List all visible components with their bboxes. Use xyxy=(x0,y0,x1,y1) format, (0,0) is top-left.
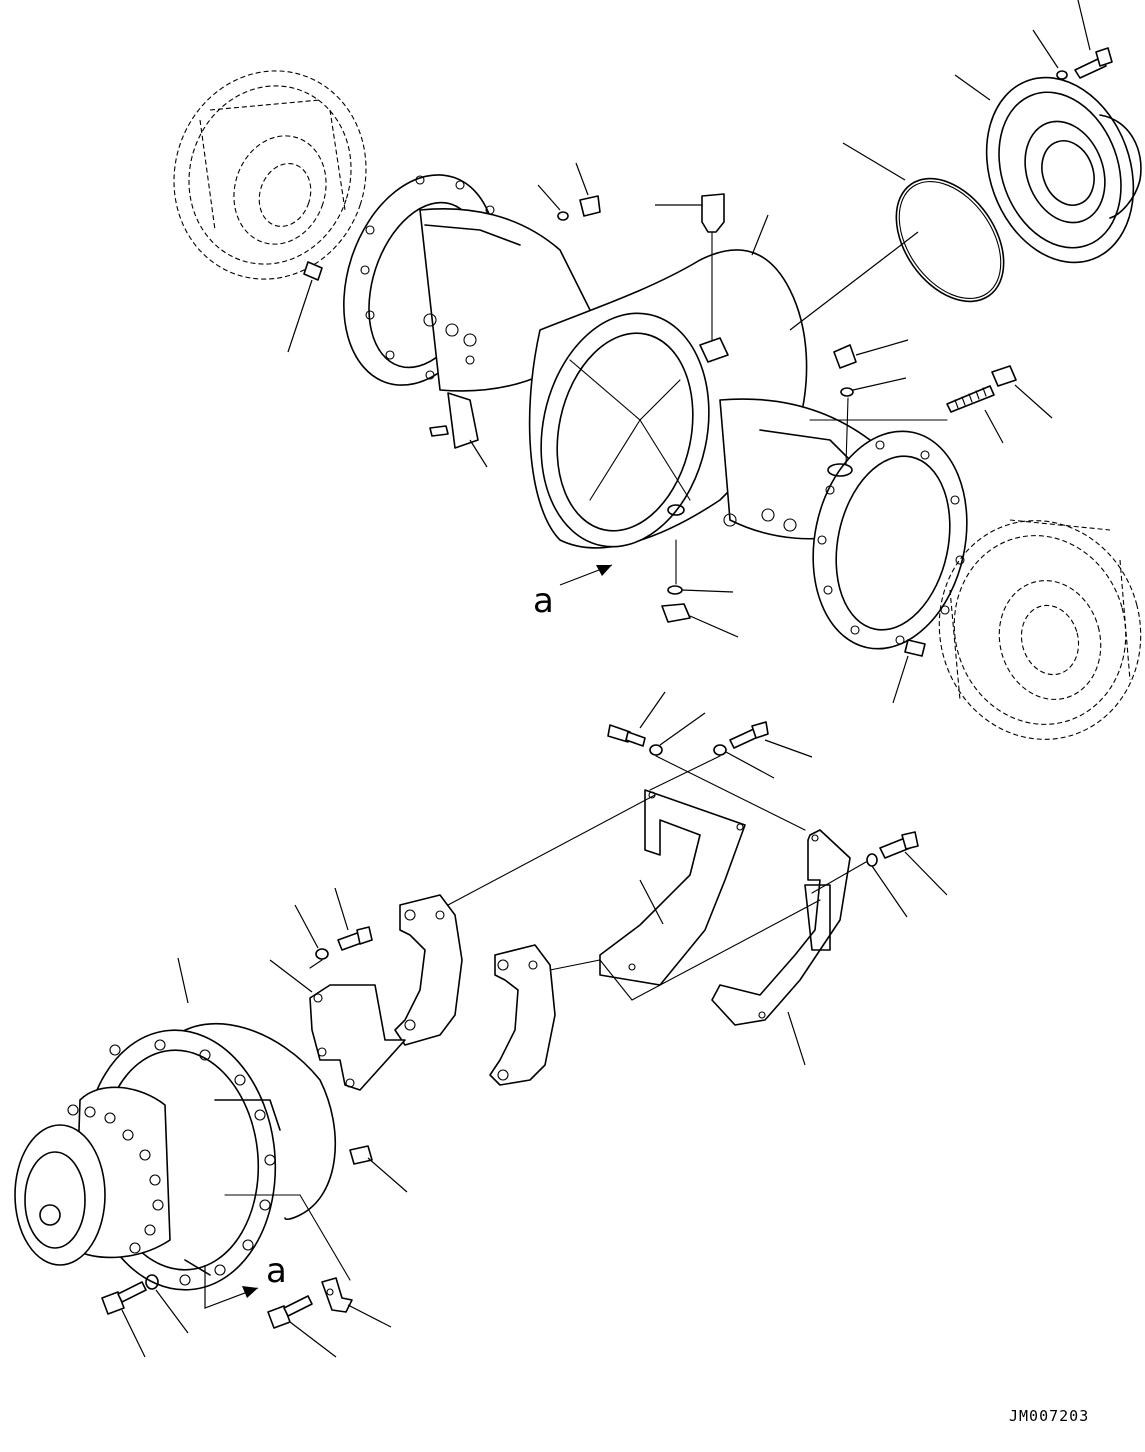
axle-housing xyxy=(343,174,968,650)
o-ring-bottom xyxy=(169,957,337,1221)
bolt-washer-top-right xyxy=(1032,0,1113,80)
drain-plug xyxy=(661,539,739,638)
axle-support-left xyxy=(394,794,656,1046)
breather-fitting xyxy=(655,193,725,341)
stud-and-nut xyxy=(809,365,1053,444)
guard-bolt-right xyxy=(811,831,948,918)
view-arrow-a-top: a xyxy=(533,564,613,621)
name-plate xyxy=(429,392,488,468)
wheel-hub-cover xyxy=(954,74,1142,264)
final-drive-assembly xyxy=(14,1029,281,1291)
dowel-pin-upper-left xyxy=(287,261,323,353)
housing-callout-top xyxy=(751,214,919,331)
bracket-small xyxy=(224,1194,392,1328)
view-label-a-bottom: a xyxy=(266,1251,287,1291)
final-drive-right-phantom xyxy=(938,519,1142,740)
dowel-pin-right xyxy=(892,639,926,704)
guard-bracket-right xyxy=(711,829,851,1066)
guard-bracket-center xyxy=(599,789,746,986)
cover-plate-left xyxy=(269,959,406,1091)
view-arrow-a-bottom: a xyxy=(204,1251,287,1309)
plug-top-left xyxy=(537,162,601,221)
view-label-a-top: a xyxy=(533,581,554,621)
final-drive-left-phantom xyxy=(173,70,367,280)
axle-support-right xyxy=(489,899,821,1086)
bolt-washer-bottom xyxy=(101,1274,337,1358)
o-ring-large xyxy=(842,142,1005,303)
guard-bolts-top xyxy=(607,691,813,831)
drawing-number: JM007203 xyxy=(1009,1407,1089,1425)
guard-bolts-left xyxy=(294,887,373,969)
dowel-pin-bottom xyxy=(349,1145,408,1193)
plug-right xyxy=(827,339,909,477)
